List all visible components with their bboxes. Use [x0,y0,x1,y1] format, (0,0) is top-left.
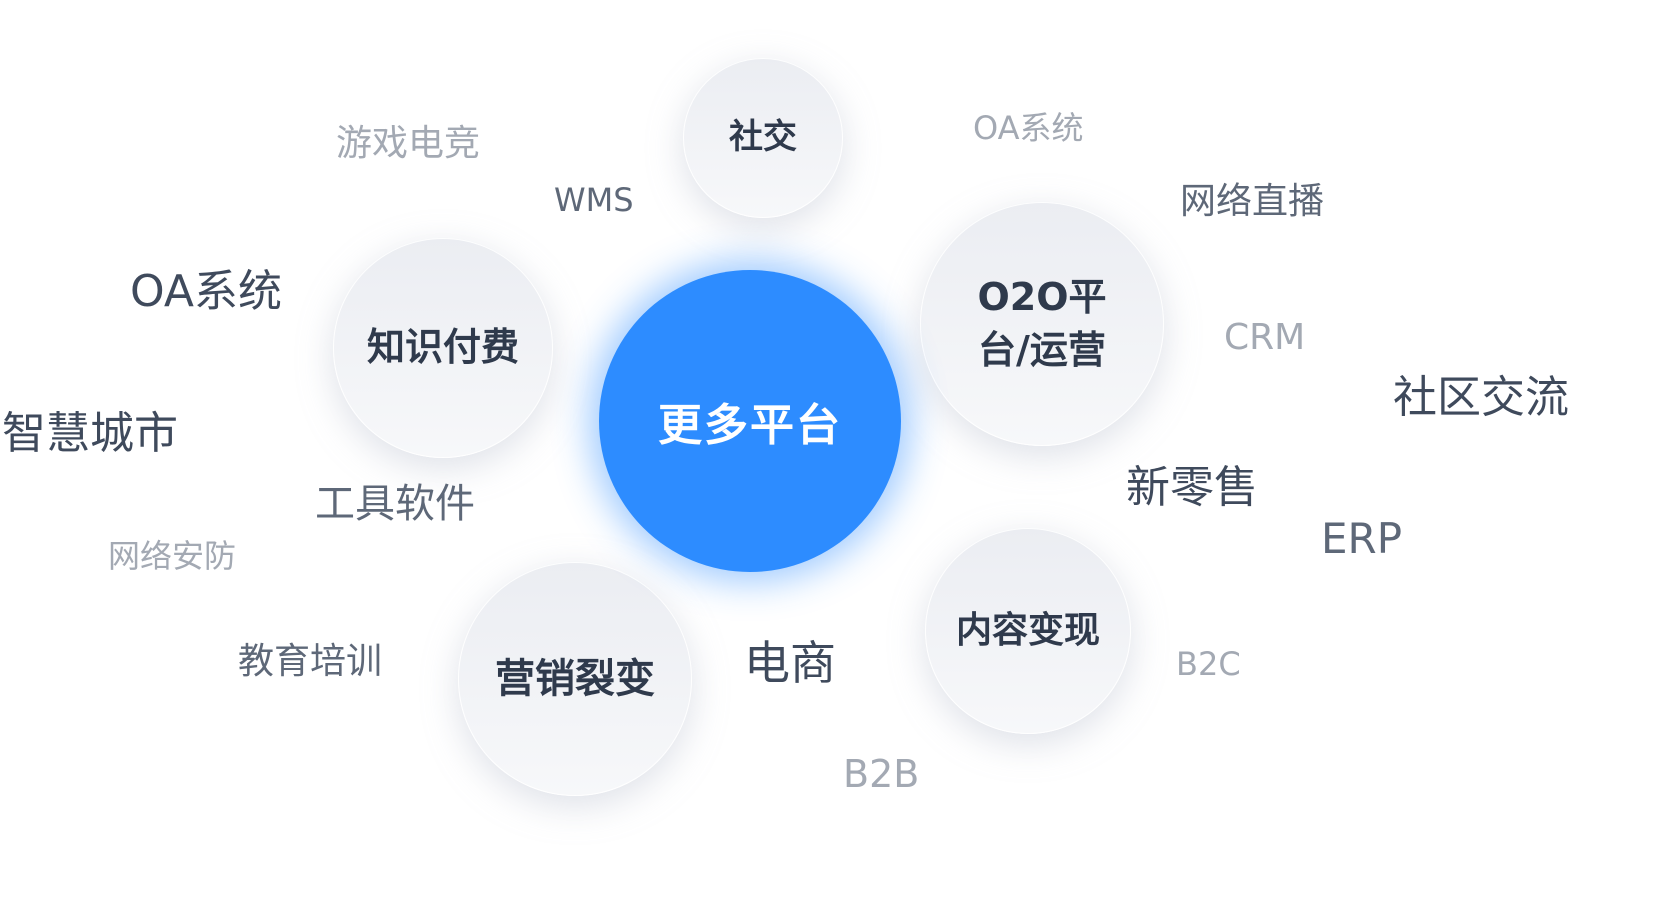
bubble-o2o-line2: 台/运营 [978,328,1106,372]
bubble-o2o-line1: O2O平 [977,274,1107,319]
keyword-ecommerce: 电商 [744,636,836,690]
keyword-smart-city: 智慧城市 [2,408,178,459]
bubble-content-label: 内容变现 [955,609,1100,651]
keyword-education: 教育培训 [238,641,383,682]
bubble-social: 社交 [683,58,843,218]
bubble-social-label: 社交 [729,117,797,158]
keyword-live: 网络直播 [1180,181,1325,222]
bubble-marketing: 营销裂变 [458,562,692,796]
keyword-tools: 工具软件 [315,481,475,527]
keyword-crm: CRM [1224,317,1306,358]
keyword-wms: WMS [554,181,634,219]
keyword-game: 游戏电竞 [336,123,481,164]
keyword-community: 社区交流 [1393,372,1569,423]
center-circle: 更多平台 [599,270,901,572]
keyword-oa-dark: OA系统 [130,266,282,317]
keyword-security: 网络安防 [108,537,237,575]
bubble-content: 内容变现 [925,528,1131,734]
center-label: 更多平台 [658,400,842,451]
bubble-knowledge-label: 知识付费 [366,325,519,370]
bubble-o2o: O2O平 台/运营 [920,202,1164,446]
keyword-new-retail: 新零售 [1126,462,1258,513]
keyword-oa-light: OA系统 [973,109,1084,147]
bubble-knowledge: 知识付费 [333,238,553,458]
keyword-erp: ERP [1321,514,1403,563]
keyword-b2c: B2C [1176,645,1241,683]
keyword-b2b: B2B [843,752,920,796]
bubble-marketing-label: 营销裂变 [495,656,655,702]
